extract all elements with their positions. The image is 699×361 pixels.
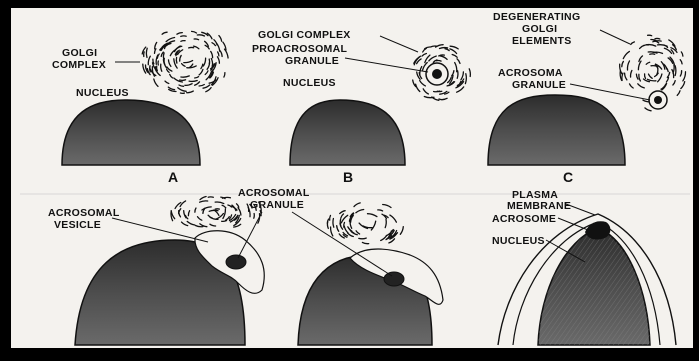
vesicle-label-line2: VESICLE	[54, 219, 101, 231]
golgi-lamella	[359, 238, 366, 239]
panel-letter-b: B	[343, 169, 353, 185]
proacrosomal-label-line2: GRANULE	[285, 55, 339, 67]
golgi-lamella	[194, 39, 199, 40]
granule-label-d-line1: ACROSOMAL	[238, 187, 310, 199]
plasma-label-line2: MEMBRANE	[507, 200, 571, 212]
degenerating-label-line1: DEGENERATING	[493, 11, 580, 23]
panel-letter-a: A	[168, 169, 178, 185]
golgi-lamella	[181, 36, 186, 37]
nucleus-label-b: NUCLEUS	[283, 77, 336, 89]
acrosomal-granule-left	[226, 255, 246, 269]
nucleus-label-e: NUCLEUS	[492, 235, 545, 247]
panel-letter-c: C	[563, 169, 573, 185]
proacrosomal-granule	[426, 63, 448, 85]
golgi-lamella	[648, 35, 652, 36]
golgi-lamella	[144, 52, 145, 57]
golgi-lamella	[436, 60, 441, 61]
acrosome-label: ACROSOME	[492, 213, 556, 225]
nucleus-label-a: NUCLEUS	[76, 87, 129, 99]
vesicle-label-line1: ACROSOMAL	[48, 207, 120, 219]
golgi-lamella	[155, 67, 156, 71]
degenerating-label-line3: ELEMENTS	[512, 35, 572, 47]
golgi-lamella	[181, 41, 185, 42]
golgi-lamella	[163, 53, 164, 59]
golgi-label-b: GOLGI COMPLEX	[258, 29, 351, 41]
golgi-label-a-line1: GOLGI	[62, 47, 97, 59]
granule-label-d-line2: GRANULE	[250, 199, 304, 211]
golgi-lamella	[340, 219, 341, 226]
acrosomal-granule-right	[384, 272, 404, 286]
golgi-lamella	[675, 66, 676, 76]
acrosoma-label-line1: ACROSOMA	[498, 67, 563, 79]
golgi-label-a-line2: COMPLEX	[52, 59, 106, 71]
degenerating-label-line2: GOLGI	[522, 23, 557, 35]
golgi-lamella	[655, 38, 660, 39]
golgi-lamella	[180, 80, 186, 81]
golgi-lamella	[457, 71, 458, 79]
acrosoma-granule	[649, 91, 667, 109]
acrosoma-label-line2: GRANULE	[512, 79, 566, 91]
golgi-lamella	[434, 91, 440, 92]
golgi-lamella	[176, 58, 177, 64]
proacrosomal-label-line1: PROACROSOMAL	[252, 43, 347, 55]
